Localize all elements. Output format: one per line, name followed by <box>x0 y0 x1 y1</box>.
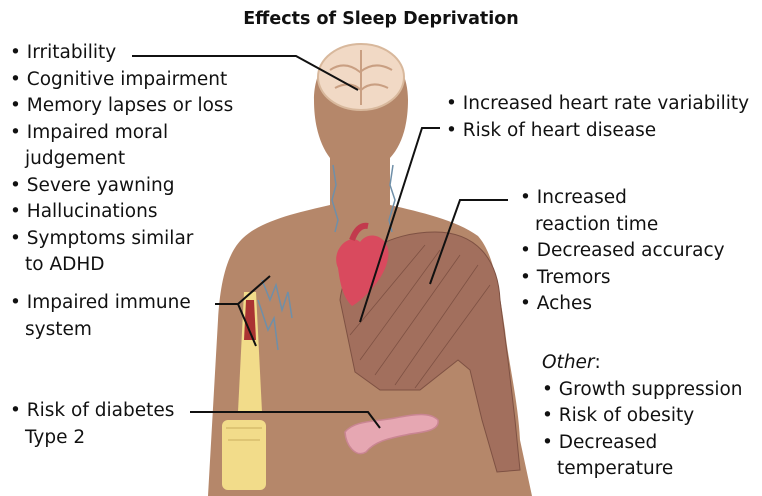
effect-memory-lapses: • Memory lapses or loss <box>10 93 233 120</box>
effect-severe-yawning: • Severe yawning <box>10 173 233 200</box>
effect-diabetes-risk: • Risk of diabetes <box>10 398 174 425</box>
brain-illustration <box>318 44 404 110</box>
muscle-effects-list: • Increased reaction time • Decreased ac… <box>520 185 725 318</box>
other-heading-colon: : <box>595 352 601 373</box>
immune-effects-list: • Impaired immune system <box>10 290 191 343</box>
effect-hallucinations: • Hallucinations <box>10 199 233 226</box>
effect-diabetes-risk-cont: Type 2 <box>10 425 174 452</box>
heart-effects-list: • Increased heart rate variability • Ris… <box>446 91 749 144</box>
effect-cognitive-impairment: • Cognitive impairment <box>10 67 233 94</box>
effect-increased-reaction: • Increased <box>520 185 725 212</box>
effect-decreased-temperature-cont: temperature <box>542 456 743 483</box>
effect-heart-rate-variability: • Increased heart rate variability <box>446 91 749 118</box>
effect-irritability: • Irritability <box>10 40 233 67</box>
other-effects-list: Other: • Growth suppression • Risk of ob… <box>542 350 743 483</box>
effect-growth-suppression: • Growth suppression <box>542 377 743 404</box>
other-heading-text: Other <box>542 352 595 373</box>
effect-obesity-risk: • Risk of obesity <box>542 403 743 430</box>
effect-heart-disease-risk: • Risk of heart disease <box>446 118 749 145</box>
effect-adhd-symptoms: • Symptoms similar <box>10 226 233 253</box>
effect-impaired-immune-cont: system <box>10 317 191 344</box>
effect-impaired-moral: • Impaired moral <box>10 120 233 147</box>
effect-impaired-moral-cont: judgement <box>10 146 233 173</box>
other-heading: Other: <box>542 350 743 377</box>
effect-adhd-symptoms-cont: to ADHD <box>10 252 233 279</box>
effect-aches: • Aches <box>520 291 725 318</box>
effect-increased-reaction-cont: reaction time <box>520 212 725 239</box>
effect-decreased-accuracy: • Decreased accuracy <box>520 238 725 265</box>
diabetes-effects-list: • Risk of diabetes Type 2 <box>10 398 174 451</box>
effect-tremors: • Tremors <box>520 265 725 292</box>
effect-decreased-temperature: • Decreased <box>542 430 743 457</box>
effect-impaired-immune: • Impaired immune <box>10 290 191 317</box>
diagram-title: Effects of Sleep Deprivation <box>0 9 762 29</box>
brain-effects-list: • Irritability • Cognitive impairment • … <box>10 40 233 279</box>
